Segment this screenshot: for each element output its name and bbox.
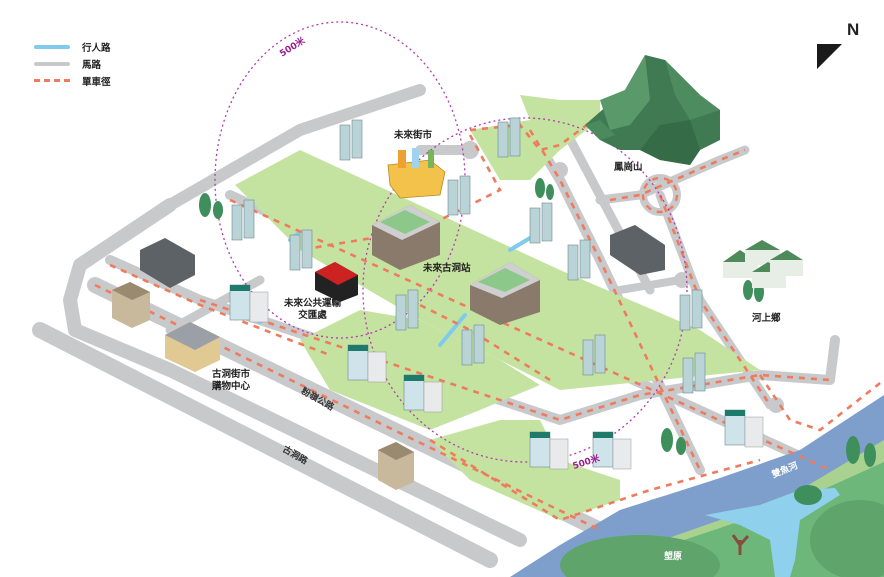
label-mall: 古洞街市 購物中心 [212,369,250,393]
cul-de-sac [768,397,784,413]
park-strip [300,310,540,430]
road-kwu-tung [32,322,498,568]
legend-label: 行人路 [82,42,111,54]
legend-item-pedestrian: 行人路 [34,38,111,55]
cul-de-sac [461,141,479,159]
school-east [610,225,665,275]
tower-pair [339,119,363,161]
label-transport-hub: 未來公共運輸 交匯處 [284,298,341,322]
tree-pair [846,436,876,467]
office [529,431,569,470]
tower-pair [497,117,521,158]
tower-pair [231,199,255,241]
tower-pair [567,239,591,281]
small-building-south [378,442,414,490]
label-market: 未來街市 [394,130,433,141]
river-shuang-yu [510,395,884,577]
tower-pair [582,334,606,376]
cul-de-sac [552,162,568,178]
autonomous-bus [315,262,358,302]
wetland-pond [705,488,840,577]
label-line: 古洞街市 [212,369,251,380]
radius-circle-station [362,117,688,463]
park-south [430,420,620,520]
office-buildings [229,284,764,470]
roundabout-cycle [641,176,679,214]
tree-pair [199,193,223,219]
mangrove-tree [794,485,822,505]
tower-pair [461,324,485,366]
label-line: 購物中心 [212,381,251,392]
label-line: 未來公共運輸 [284,298,342,309]
tower-pair [447,175,471,216]
pedestrian-swatch [34,44,70,49]
label-line: 交匯處 [298,310,327,321]
school-west [140,238,195,288]
road-outer-loop [63,198,527,547]
tower-pair [395,289,419,331]
office [403,374,443,413]
wetland-meadow-east [810,500,884,577]
station-buildings [372,205,540,325]
mall-building [165,322,220,372]
tree-pair [535,178,554,200]
village-houses [723,240,803,288]
tower-pair [529,202,553,244]
legend-item-road: 馬路 [34,55,111,72]
legend-label: 馬路 [82,59,102,71]
wetland-meadow [560,535,720,577]
park-north [470,95,600,180]
tower-pair [289,229,313,271]
dead-tree [731,534,750,555]
school-buildings [140,225,665,288]
residential-towers [231,117,706,394]
office [347,344,387,383]
road-outer-west [164,84,426,211]
road-cul-2 [616,276,684,294]
wetland-green [580,462,884,577]
cycle-tracks [94,113,884,532]
label-wetland: 塱原 [664,552,683,562]
small-building-west [112,282,150,328]
cul-de-sac [674,272,690,288]
label-village: 河上鄉 [752,313,781,324]
tower-pair [682,352,706,394]
legend-label: 單車徑 [82,76,111,88]
market-basket [387,148,446,199]
mountain-fung-kong-shan [585,55,720,165]
office [229,284,269,323]
cycle-swatch [34,79,70,82]
office [592,431,632,470]
north-label: N [847,20,860,39]
tree-pair [661,428,686,455]
label-mountain: 鳳崗山 [614,162,643,173]
north-arrow-icon [817,44,842,69]
office [724,409,764,448]
legend-item-cycle: 單車徑 [34,72,111,89]
map-legend: 行人路 馬路 單車徑 [34,38,111,89]
road-swatch [34,61,70,66]
tower-pair [679,289,703,331]
label-station: 未來古洞站 [423,263,471,274]
